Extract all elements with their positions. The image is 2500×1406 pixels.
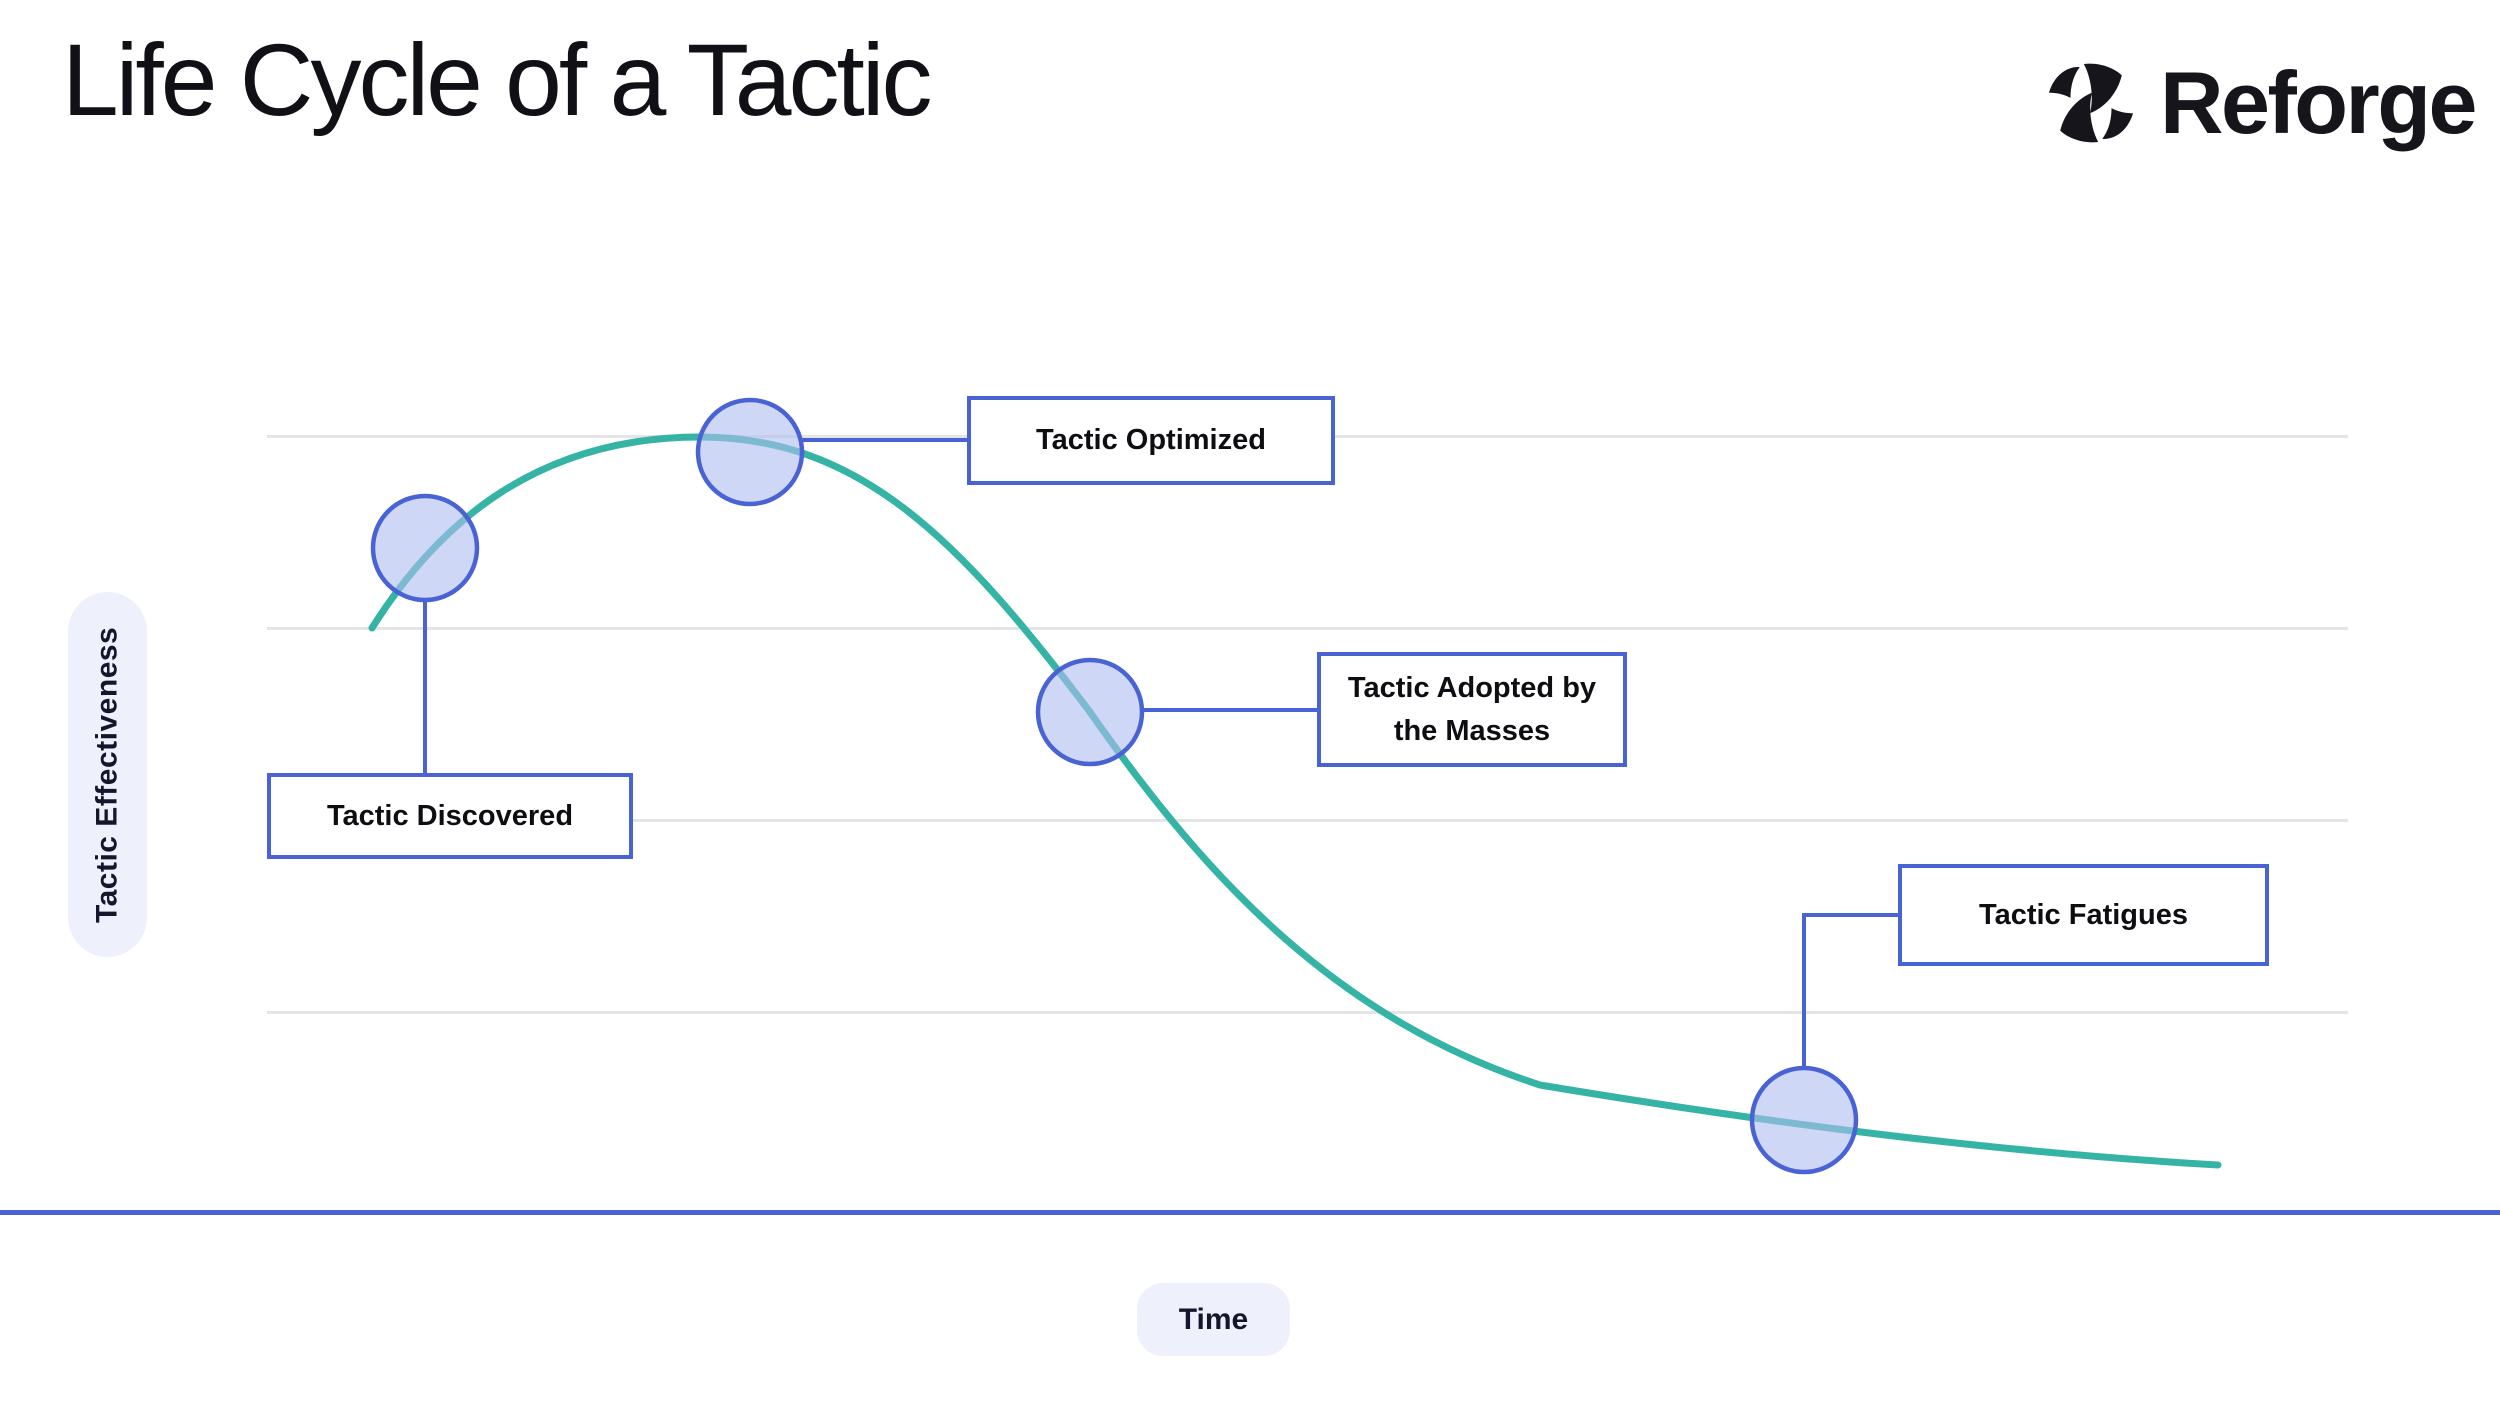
callout-label: Tactic Discovered xyxy=(326,799,574,832)
x-axis-line xyxy=(0,1210,2500,1215)
connector-fatigues xyxy=(1802,913,1898,1070)
effectiveness-curve xyxy=(368,433,2222,1169)
callout-tactic-discovered: Tactic Discovered xyxy=(267,773,633,859)
brand: Reforge xyxy=(2044,52,2478,154)
gridline xyxy=(267,819,2348,822)
callout-tactic-optimized: Tactic Optimized xyxy=(967,396,1335,485)
callout-label: Tactic Adopted by the Masses xyxy=(1347,672,1597,747)
x-axis-label: Time xyxy=(1137,1283,1290,1356)
callout-tactic-adopted: Tactic Adopted by the Masses xyxy=(1317,652,1627,767)
reforge-logo-icon xyxy=(2048,63,2134,143)
gridline xyxy=(267,1011,2348,1014)
milestone-marker-discovered xyxy=(370,493,480,603)
gridline xyxy=(267,627,2348,630)
milestone-marker-optimized xyxy=(695,397,805,507)
y-axis-label: Tactic Effectiveness xyxy=(68,592,147,957)
page-title: Life Cycle of a Tactic xyxy=(62,23,933,137)
callout-tactic-fatigues: Tactic Fatigues xyxy=(1898,864,2269,966)
callout-label: Tactic Optimized xyxy=(1036,424,1266,457)
milestone-marker-adopted xyxy=(1035,657,1145,767)
milestone-marker-fatigues xyxy=(1749,1065,1859,1175)
callout-label: Tactic Fatigues xyxy=(1979,898,2188,931)
brand-wordmark: Reforge xyxy=(2160,53,2478,152)
